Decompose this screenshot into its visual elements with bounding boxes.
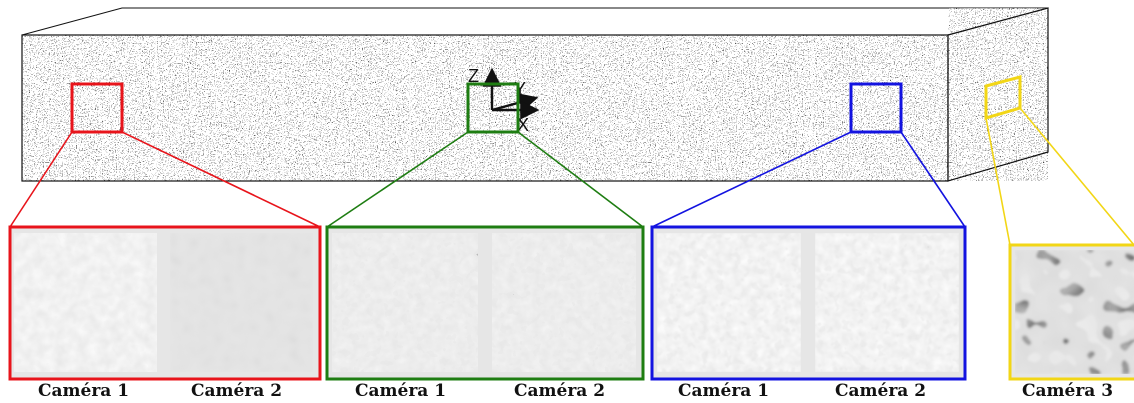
speckle-image-green-camera-2 [492,233,636,372]
zoom-group-red [8,225,322,381]
yellow-camera-3-label: Caméra 3 [1022,381,1114,401]
speckle-image-green-camera-1 [332,233,478,372]
beam-top-face [21,7,1049,36]
beam-side-face [948,8,1048,181]
red-camera-2-label: Caméra 2 [191,381,283,401]
speckle-image-yellow-camera-3 [1015,250,1134,374]
green-camera-2-label: Caméra 2 [514,381,606,401]
speckle-image-red-camera-2 [170,233,313,372]
connector-lines [9,107,1134,246]
red-camera-1-label: Caméra 1 [38,381,130,401]
z-axis-label: Z [468,66,479,86]
zoom-group-green [325,225,645,381]
zoom-group-blue [650,225,967,381]
beam [21,7,1049,182]
region-box-green [466,82,520,134]
green-camera-1-label: Caméra 1 [355,381,447,401]
region-box-blue [849,82,903,134]
beam-segment-dividers [155,36,813,180]
blue-camera-1-label: Caméra 1 [678,381,770,401]
y-axis-label: Y [514,79,526,99]
speckle-image-blue-camera-1 [657,233,801,372]
x-axis-label: X [517,115,529,135]
zoom-group-yellow [1008,243,1134,381]
beam-front-face [22,35,948,181]
blue-camera-2-label: Caméra 2 [835,381,927,401]
speckle-image-red-camera-1 [14,233,157,372]
speckle-image-blue-camera-2 [815,233,959,372]
region-box-red [70,82,124,134]
